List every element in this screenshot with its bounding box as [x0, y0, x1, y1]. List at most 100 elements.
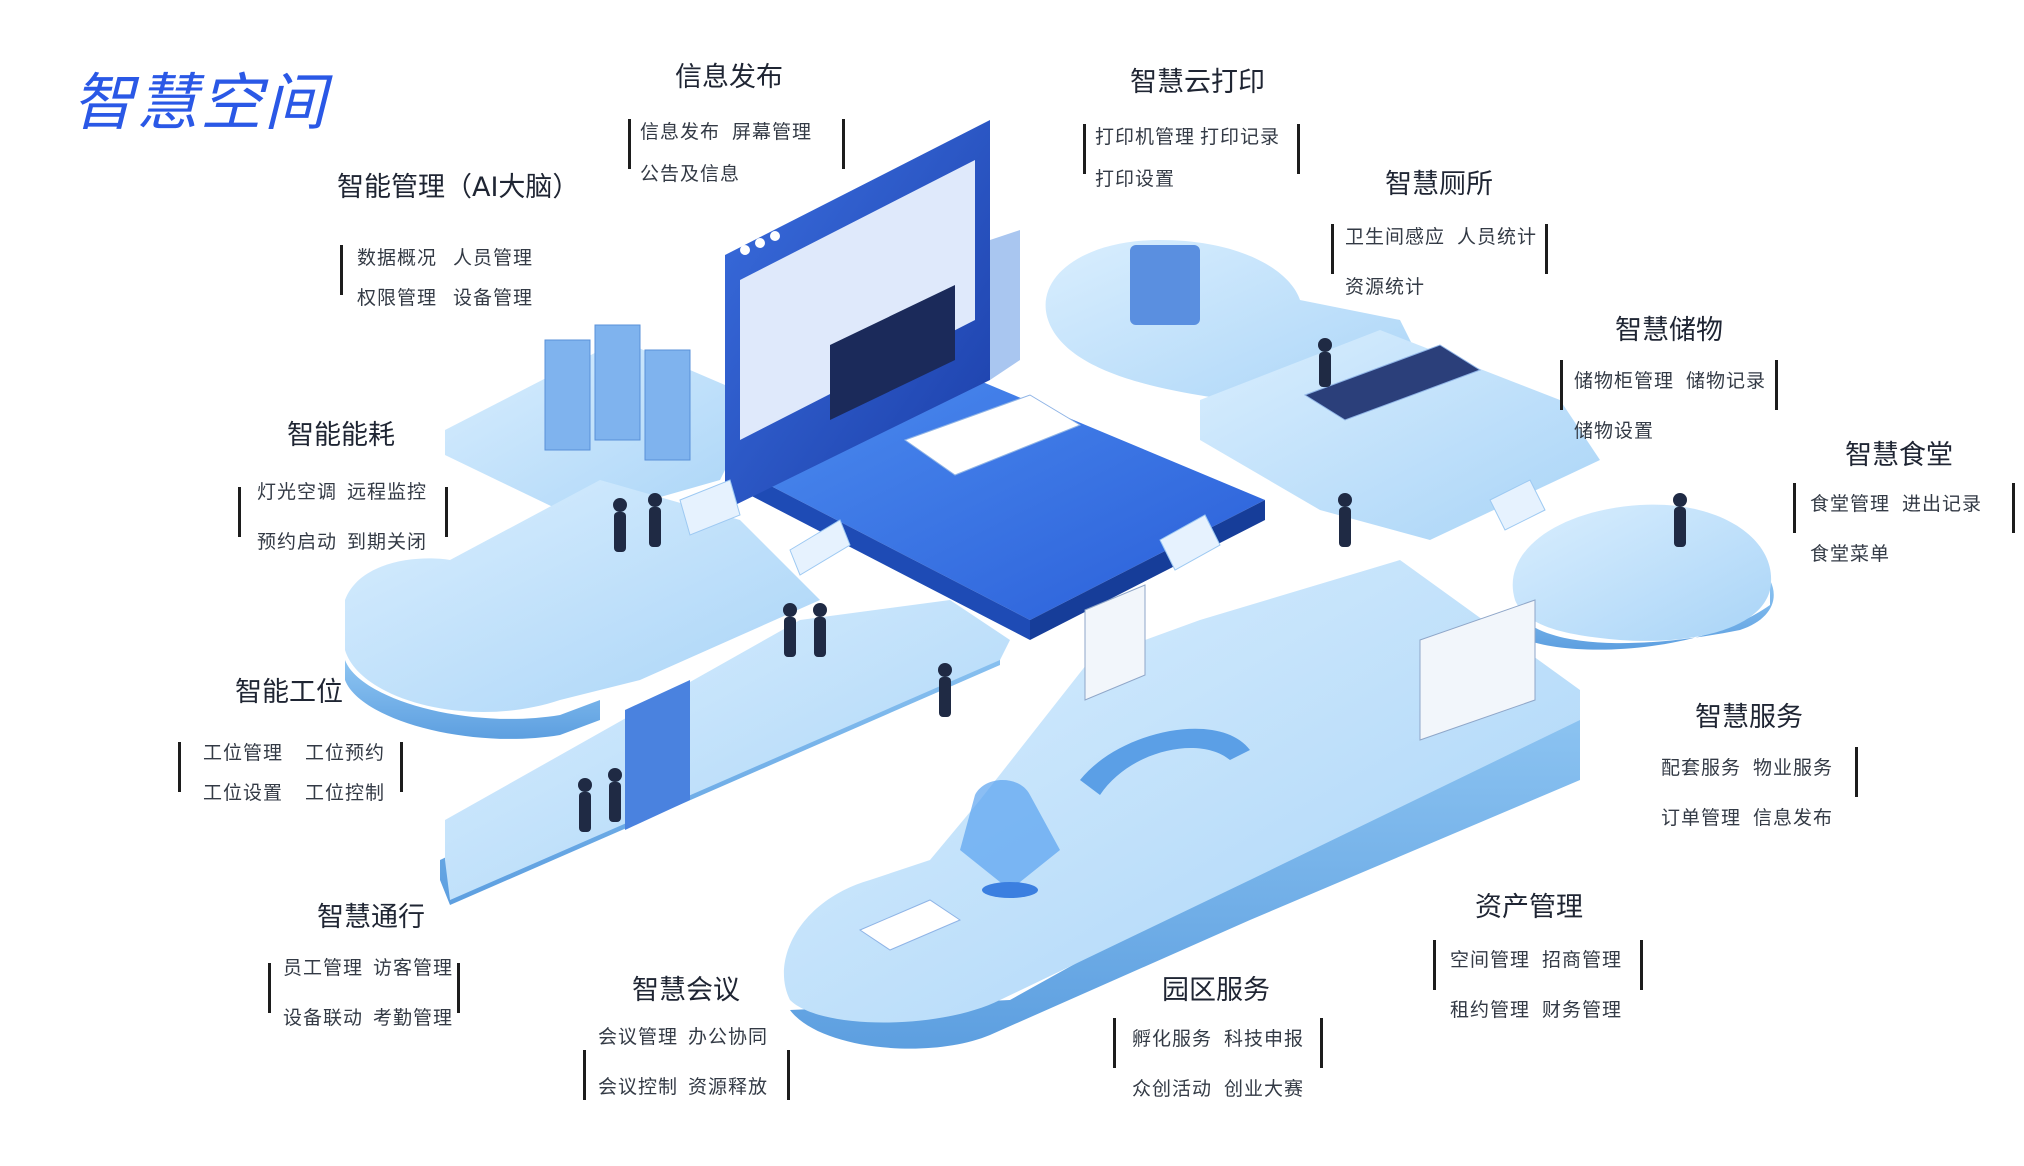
- group-item: 资源释放: [688, 1076, 769, 1098]
- group-item: 灯光空调: [257, 481, 338, 503]
- group-item: 会议管理: [598, 1026, 679, 1048]
- platform-service-park: [783, 560, 1580, 1023]
- group-item: 信息发布: [640, 121, 721, 143]
- group-item: 打印设置: [1095, 168, 1176, 190]
- group-item: 公告及信息: [640, 163, 741, 185]
- divider-right: [1640, 940, 1643, 990]
- printer: [1130, 245, 1200, 325]
- divider-left: [340, 245, 343, 295]
- group-item: 招商管理: [1542, 949, 1623, 971]
- group-item: 配套服务: [1661, 757, 1742, 779]
- group-item: 工位控制: [305, 782, 386, 804]
- divider-right: [787, 1050, 790, 1100]
- group-item: 进出记录: [1902, 493, 1983, 515]
- divider-right: [445, 487, 448, 537]
- group-item: 预约启动: [257, 531, 338, 553]
- access-gate: [625, 680, 690, 830]
- group-item: 权限管理: [357, 287, 438, 309]
- group-title: 智慧食堂: [1845, 440, 1953, 471]
- group-item: 人员统计: [1457, 226, 1538, 248]
- group-item: 食堂菜单: [1810, 543, 1891, 565]
- divider-right: [1545, 224, 1548, 274]
- group-item: 储物记录: [1686, 370, 1767, 392]
- platform-energy: [345, 480, 820, 712]
- group-smart-storage: 智慧储物 储物柜管理 储物记录 储物设置: [1560, 308, 1800, 443]
- group-smart-access: 智慧通行 员工管理 访客管理 设备联动 考勤管理: [265, 895, 480, 1035]
- divider-left: [1560, 360, 1563, 410]
- group-title: 智慧云打印: [1130, 67, 1265, 98]
- divider-right: [1297, 124, 1300, 174]
- group-ai-brain: 智能管理（AI大脑） 数据概况 人员管理 权限管理 设备管理: [335, 165, 615, 310]
- group-park-service: 园区服务 孵化服务 科技申报 众创活动 创业大赛: [1110, 968, 1340, 1108]
- group-item: 考勤管理: [373, 1007, 454, 1029]
- group-item: 数据概况: [357, 247, 438, 269]
- group-title: 智慧服务: [1695, 702, 1803, 733]
- group-item: 众创活动: [1132, 1078, 1213, 1100]
- divider-right: [842, 119, 845, 169]
- screen-wall: [725, 120, 1020, 510]
- group-item: 工位预约: [305, 742, 386, 764]
- divider-right: [1855, 747, 1858, 797]
- group-item: 储物设置: [1574, 420, 1655, 442]
- group-item: 办公协同: [688, 1026, 769, 1048]
- curved-sofa: [1080, 728, 1250, 795]
- group-title: 园区服务: [1162, 975, 1270, 1006]
- group-item: 资源统计: [1345, 276, 1426, 298]
- divider-left: [178, 742, 181, 792]
- group-item: 创业大赛: [1224, 1078, 1305, 1100]
- group-item: 设备联动: [283, 1007, 364, 1029]
- group-item: 财务管理: [1542, 999, 1623, 1021]
- group-smart-service: 智慧服务 配套服务 物业服务 订单管理 信息发布: [1645, 695, 1875, 835]
- group-title: 智能能耗: [287, 420, 395, 451]
- group-info-publish: 信息发布 信息发布 屏幕管理 公告及信息: [620, 55, 860, 185]
- platform-canteen: [1512, 504, 1772, 641]
- stairs: [679, 479, 1546, 576]
- divider-left: [583, 1050, 586, 1100]
- group-item: 租约管理: [1450, 999, 1531, 1021]
- group-asset-mgmt: 资产管理 空间管理 招商管理 租约管理 财务管理: [1430, 885, 1670, 1025]
- group-item: 订单管理: [1661, 807, 1742, 829]
- group-item: 打印记录: [1200, 126, 1281, 148]
- people: [578, 338, 1687, 832]
- group-item: 科技申报: [1224, 1028, 1305, 1050]
- group-title: 信息发布: [675, 62, 783, 93]
- group-item: 远程监控: [347, 481, 428, 503]
- meeting-tables: [858, 344, 1482, 951]
- group-item: 孵化服务: [1132, 1028, 1213, 1050]
- page-title: 智慧空间: [72, 66, 329, 139]
- group-smart-toilet: 智慧厕所 卫生间感应 人员统计 资源统计: [1325, 162, 1565, 298]
- divider-left: [1083, 124, 1086, 174]
- divider-left: [1113, 1018, 1116, 1068]
- platforms: [345, 240, 1772, 1023]
- divider-right: [400, 742, 403, 792]
- group-title: 资产管理: [1475, 892, 1583, 923]
- divider-right: [2012, 483, 2015, 533]
- group-item: 会议控制: [598, 1076, 679, 1098]
- server-racks: [544, 324, 691, 461]
- group-item: 员工管理: [283, 957, 364, 979]
- divider-left: [1331, 224, 1334, 274]
- group-item: 到期关闭: [347, 531, 428, 553]
- divider-left: [628, 119, 631, 169]
- group-title: 智慧会议: [632, 975, 740, 1006]
- divider-left: [1433, 940, 1436, 990]
- platform-storage: [1200, 330, 1600, 540]
- group-item: 工位管理: [203, 742, 284, 764]
- divider-left: [238, 487, 241, 537]
- group-title: 智慧储物: [1615, 315, 1723, 346]
- divider-left: [1793, 483, 1796, 533]
- divider-right: [1775, 360, 1778, 410]
- bookshelves: [1084, 584, 1536, 741]
- group-item: 卫生间感应: [1345, 226, 1446, 248]
- group-smart-meeting: 智慧会议 会议管理 办公协同 会议控制 资源释放: [580, 968, 805, 1108]
- group-item: 信息发布: [1753, 807, 1834, 829]
- group-item: 设备管理: [453, 287, 534, 309]
- group-cloud-print: 智慧云打印 打印机管理 打印记录 打印设置: [1075, 60, 1315, 190]
- group-smart-energy: 智能能耗 灯光空调 远程监控 预约启动 到期关闭: [235, 413, 475, 558]
- group-title: 智能管理（AI大脑）: [337, 172, 580, 203]
- group-item: 打印机管理: [1095, 126, 1196, 148]
- cloud-hologram: [960, 780, 1060, 898]
- group-item: 屏幕管理: [732, 121, 813, 143]
- group-item: 储物柜管理: [1574, 370, 1675, 392]
